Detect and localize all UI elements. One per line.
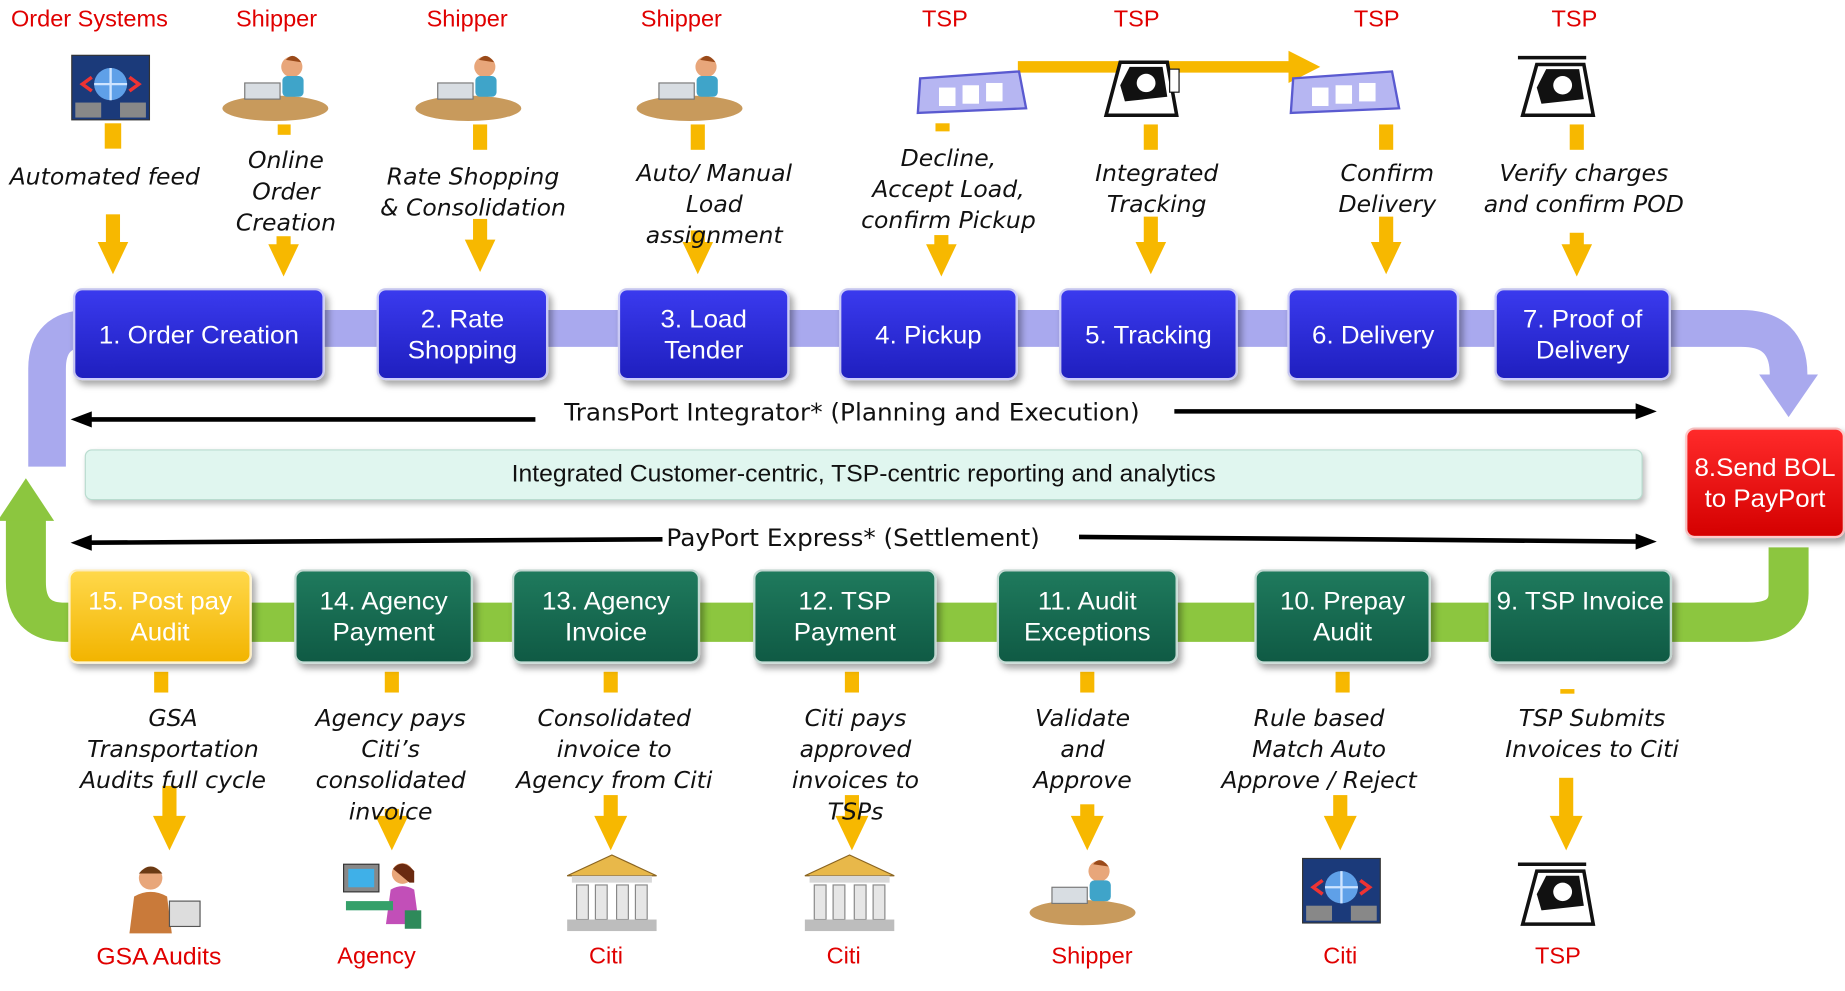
step-description: Agency pays Citi’s consolidated invoice bbox=[315, 704, 466, 826]
payport-express-label: PayPort Express* (Settlement) bbox=[666, 524, 1040, 552]
reporting-analytics-bar: Integrated Customer-centric, TSP-centric… bbox=[84, 449, 1643, 501]
step-label: 6. Delivery bbox=[1312, 319, 1435, 349]
step-12-tsp-payment[interactable]: 12. TSP Payment bbox=[753, 569, 937, 664]
shipper-desk-icon bbox=[415, 55, 522, 121]
step-2-rate-shopping[interactable]: 2. Rate Shopping bbox=[376, 288, 549, 381]
step-9-tsp-invoice[interactable]: 9. TSP Invoice bbox=[1488, 569, 1673, 664]
step-7-proof-of-delivery[interactable]: 7. Proof of Delivery bbox=[1494, 288, 1671, 381]
step-description: Rule based Match Auto Approve / Reject bbox=[1221, 704, 1417, 794]
step-description: Confirm Delivery bbox=[1338, 159, 1437, 218]
step-description: Integrated Tracking bbox=[1095, 159, 1219, 218]
role-label: TSP bbox=[1113, 6, 1160, 33]
transport-arrowhead-right bbox=[1635, 403, 1657, 420]
payport-arrow-right bbox=[1079, 534, 1641, 544]
step-label: 2. Rate Shopping bbox=[407, 304, 518, 365]
role-label: TSP bbox=[1353, 6, 1400, 33]
auditor-icon bbox=[129, 866, 201, 934]
step-8-send-bol[interactable]: 8.Send BOL to PayPort bbox=[1685, 427, 1845, 539]
bank-icon bbox=[804, 854, 895, 932]
step-11-audit-exceptions[interactable]: 11. Audit Exceptions bbox=[996, 569, 1178, 664]
step-description: Citi pays approved invoices to TSPs bbox=[791, 704, 920, 826]
bottom-flow-band bbox=[5, 518, 1809, 642]
bottom-down-arrows bbox=[152, 777, 1583, 851]
role-label: GSA Audits bbox=[96, 943, 222, 971]
role-label: Shipper bbox=[640, 6, 722, 33]
bottom-band-arrowhead bbox=[0, 478, 55, 521]
role-label: TSP bbox=[921, 6, 968, 33]
role-label: Agency bbox=[337, 943, 416, 970]
role-label: TSP bbox=[1551, 6, 1598, 33]
role-label: Shipper bbox=[235, 6, 318, 33]
step-label: 12. TSP Payment bbox=[793, 586, 896, 647]
step-label: 1. Order Creation bbox=[98, 319, 299, 349]
step-14-agency-payment[interactable]: 14. Agency Payment bbox=[294, 569, 474, 664]
shipper-desk-icon bbox=[1029, 860, 1136, 926]
step-6-delivery[interactable]: 6. Delivery bbox=[1287, 288, 1460, 381]
shipper-desk-icon bbox=[222, 55, 329, 121]
top-connectors bbox=[104, 123, 1584, 150]
step-label: 10. Prepay Audit bbox=[1280, 586, 1406, 647]
transport-arrowhead-left bbox=[70, 411, 92, 428]
role-label: Citi bbox=[826, 943, 861, 970]
tsp-transit-arrowhead bbox=[1288, 50, 1321, 83]
computer-network-icon bbox=[1302, 857, 1381, 924]
step-label: 8.Send BOL to PayPort bbox=[1694, 452, 1836, 513]
step-1-order-creation[interactable]: 1. Order Creation bbox=[72, 288, 325, 381]
step-description: Automated feed bbox=[9, 162, 200, 191]
payport-arrow-left bbox=[87, 536, 663, 546]
payport-arrowhead-left bbox=[70, 534, 92, 551]
step-13-agency-invoice[interactable]: 13. Agency Invoice bbox=[511, 569, 701, 664]
top-down-arrows bbox=[97, 214, 1593, 277]
step-description: Consolidated invoice to Agency from Citi bbox=[516, 704, 713, 794]
step-description: Decline, Accept Load, confirm Pickup bbox=[861, 144, 1036, 234]
role-label: Shipper bbox=[426, 6, 508, 33]
step-label: 15. Post pay Audit bbox=[88, 586, 232, 647]
computer-network-icon bbox=[71, 54, 151, 121]
step-description: Validate and Approve bbox=[1033, 704, 1132, 794]
step-15-post-pay-audit[interactable]: 15. Post pay Audit bbox=[68, 569, 252, 664]
step-4-pickup[interactable]: 4. Pickup bbox=[838, 288, 1018, 381]
role-label: Citi bbox=[1323, 943, 1358, 970]
step-label: 4. Pickup bbox=[875, 319, 982, 349]
step-description: Auto/ Manual Load assignment bbox=[636, 159, 793, 249]
step-description: TSP Submits Invoices to Citi bbox=[1505, 704, 1679, 763]
step-description: GSA Transportation Audits full cycle bbox=[79, 704, 266, 794]
payport-arrowhead-right bbox=[1635, 533, 1657, 550]
agency-worker-icon bbox=[343, 863, 422, 929]
step-description: Online Order Creation bbox=[235, 146, 336, 237]
role-label: TSP bbox=[1535, 943, 1581, 970]
step-3-load-tender[interactable]: 3. Load Tender bbox=[617, 288, 790, 381]
step-description: Verify charges and confirm POD bbox=[1483, 159, 1684, 218]
step-5-tracking[interactable]: 5. Tracking bbox=[1059, 288, 1238, 381]
role-label: Shipper bbox=[1051, 943, 1133, 970]
step-label: 13. Agency Invoice bbox=[541, 586, 671, 647]
role-label: Order Systems bbox=[10, 6, 168, 33]
step-description: Rate Shopping & Consolidation bbox=[380, 162, 566, 222]
truck-driver-icon bbox=[1517, 55, 1596, 117]
truck-driver-icon bbox=[1517, 862, 1596, 926]
step-label: 9. TSP Invoice bbox=[1496, 586, 1665, 616]
step-label: 5. Tracking bbox=[1085, 319, 1212, 349]
top-band-arrowhead bbox=[1759, 374, 1819, 418]
step-label: 11. Audit Exceptions bbox=[1023, 586, 1151, 647]
truck-driver-icon bbox=[1103, 60, 1180, 117]
warehouse-icon bbox=[916, 70, 1028, 115]
step-label: 7. Proof of Delivery bbox=[1522, 304, 1643, 365]
warehouse-icon bbox=[1289, 70, 1401, 115]
step-label: 3. Load Tender bbox=[660, 304, 747, 365]
reporting-analytics-label: Integrated Customer-centric, TSP-centric… bbox=[511, 460, 1216, 488]
step-10-prepay-audit[interactable]: 10. Prepay Audit bbox=[1254, 569, 1431, 664]
role-label: Citi bbox=[588, 943, 623, 970]
bottom-connectors bbox=[154, 671, 1575, 694]
bank-icon bbox=[566, 854, 657, 932]
shipper-desk-icon bbox=[636, 55, 743, 121]
transport-integrator-label: TransPort Integrator* (Planning and Exec… bbox=[564, 398, 1140, 427]
step-label: 14. Agency Payment bbox=[319, 586, 448, 647]
